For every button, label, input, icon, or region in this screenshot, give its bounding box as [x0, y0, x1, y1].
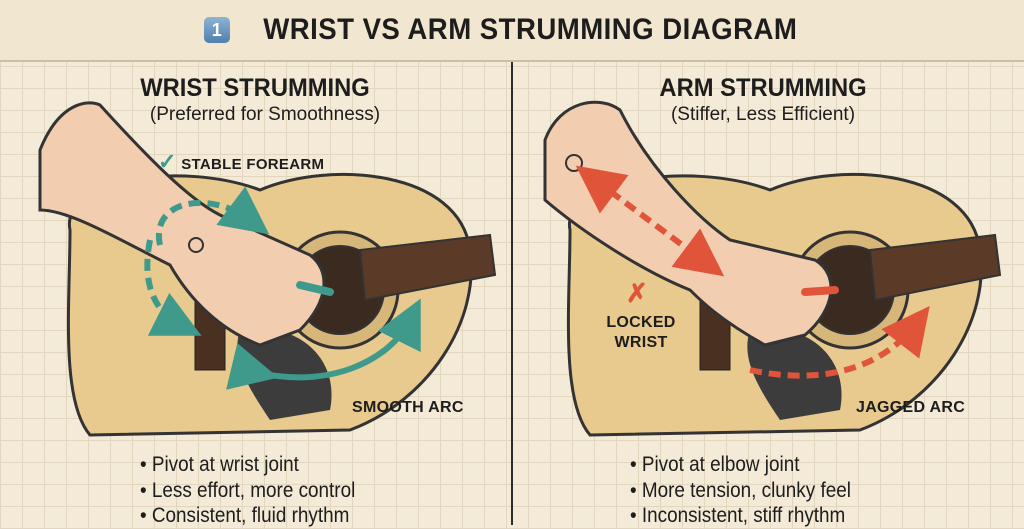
bullet-item: Inconsistent, stiff rhythm: [630, 503, 851, 529]
bullet-item: More tension, clunky feel: [630, 478, 851, 504]
locked-wrist-label: LOCKED WRIST: [606, 313, 676, 353]
right-panel-title: ARM STRUMMING: [659, 74, 867, 102]
locked-wrist-line-2: WRIST: [614, 334, 668, 351]
right-arc-arrows: [575, 165, 930, 379]
panel-divider: [511, 62, 513, 525]
title-bar: 1 WRIST VS ARM STRUMMING DIAGRAM: [0, 0, 1024, 62]
number-badge: 1: [203, 17, 230, 43]
bullet-item: Consistent, fluid rhythm: [140, 503, 355, 529]
cross-icon: ✗: [626, 278, 649, 308]
bullet-item: Less effort, more control: [140, 478, 355, 504]
locked-wrist-line-1: LOCKED: [606, 314, 676, 331]
smooth-arc-label: SMOOTH ARC: [352, 399, 464, 416]
bullet-item: Pivot at wrist joint: [140, 452, 355, 478]
jagged-arc-label: JAGGED ARC: [856, 399, 966, 416]
right-bullet-list: Pivot at elbow joint More tension, clunk…: [630, 452, 851, 529]
stable-forearm-label: ✓ STABLE FOREARM: [158, 149, 324, 175]
check-icon: ✓: [158, 149, 177, 174]
bullet-item: Pivot at elbow joint: [630, 452, 851, 478]
diagram-title: WRIST VS ARM STRUMMING DIAGRAM: [262, 13, 798, 46]
stable-forearm-text: STABLE FOREARM: [181, 156, 325, 173]
right-panel-subtitle: (Stiffer, Less Efficient): [670, 104, 856, 125]
left-panel-title: WRIST STRUMMING: [140, 74, 370, 102]
left-panel-subtitle: (Preferred for Smoothness): [149, 104, 381, 125]
left-arc-arrows: [144, 186, 421, 390]
left-bullet-list: Pivot at wrist joint Less effort, more c…: [140, 452, 355, 529]
